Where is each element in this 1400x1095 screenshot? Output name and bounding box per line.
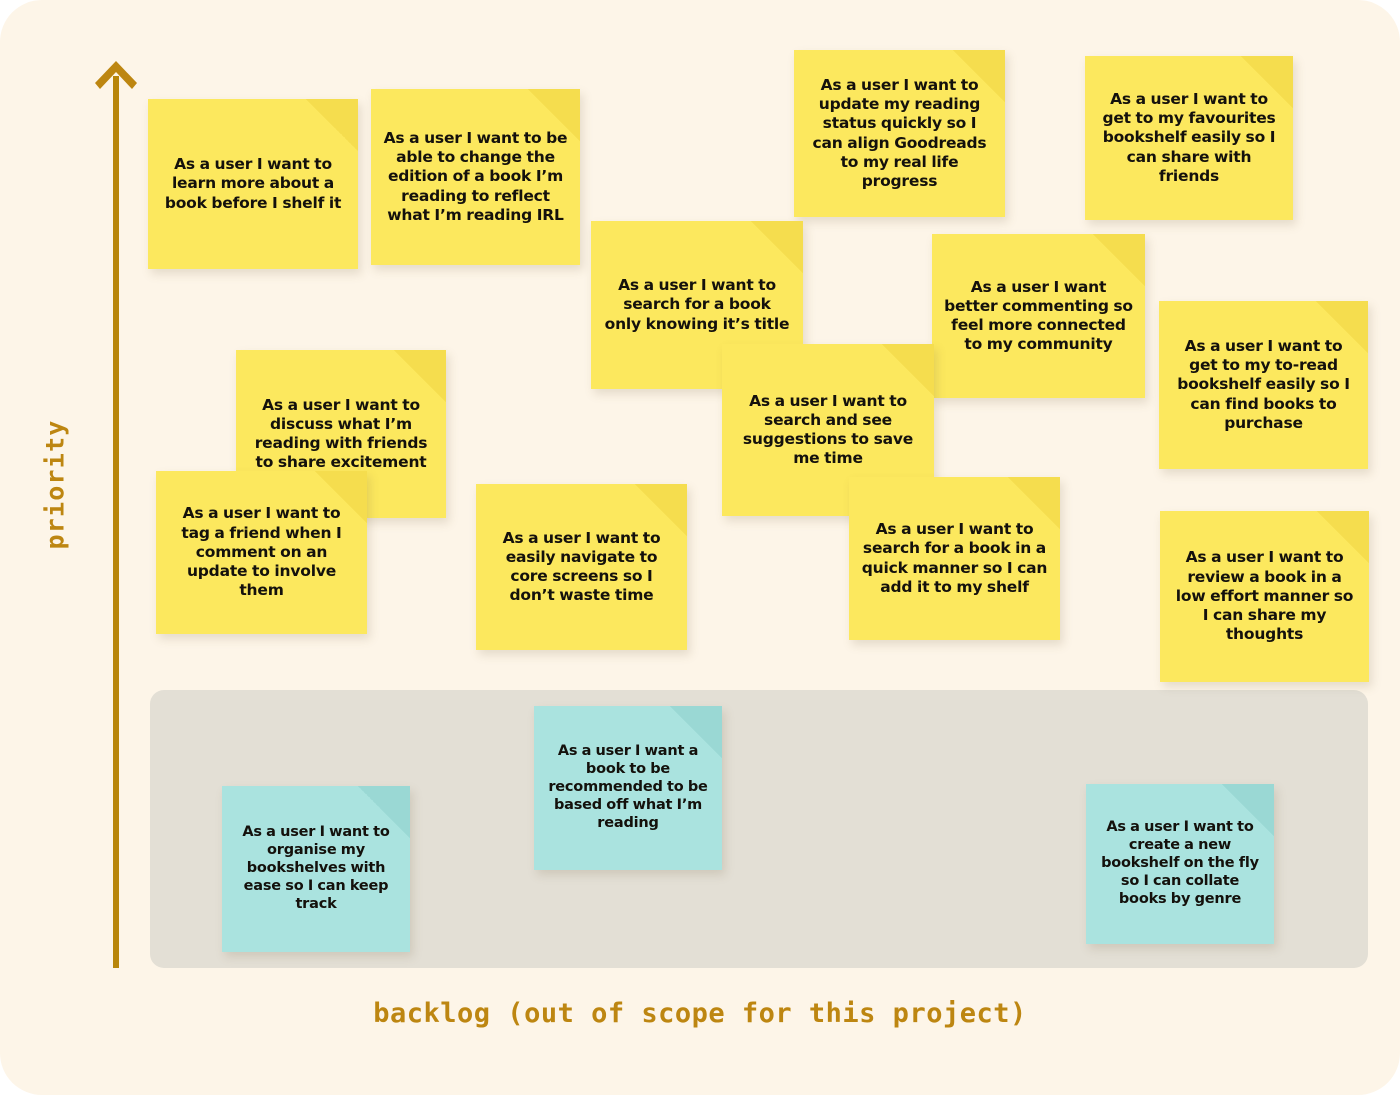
sticky-note[interactable]: As a user I want to organise my bookshel… xyxy=(222,786,410,952)
arrow-up-icon xyxy=(92,58,140,94)
sticky-note[interactable]: As a user I want to review a book in a l… xyxy=(1160,511,1369,682)
sticky-note[interactable]: As a user I want to easily navigate to c… xyxy=(476,484,687,650)
note-corner-fold-icon xyxy=(882,344,934,396)
sticky-note-text: As a user I want to be able to change th… xyxy=(383,128,568,224)
sticky-note-text: As a user I want to discuss what I’m rea… xyxy=(254,395,428,472)
sticky-note-text: As a user I want to review a book in a l… xyxy=(1175,548,1354,644)
sticky-note[interactable]: As a user I want better commenting so fe… xyxy=(932,234,1145,398)
sticky-note-text: As a user I want to search for a book in… xyxy=(861,520,1048,596)
note-corner-fold-icon xyxy=(306,99,358,151)
sticky-note[interactable]: As a user I want to learn more about a b… xyxy=(148,99,358,269)
note-corner-fold-icon xyxy=(394,350,446,402)
sticky-note[interactable]: As a user I want to update my reading st… xyxy=(794,50,1005,217)
sticky-note[interactable]: As a user I want to search for a book in… xyxy=(849,477,1060,640)
x-axis-label: backlog (out of scope for this project) xyxy=(373,998,1027,1029)
sticky-note-text: As a user I want to search for a book on… xyxy=(604,276,790,333)
sticky-note[interactable]: As a user I want to get to my to-read bo… xyxy=(1159,301,1368,469)
sticky-note-text: As a user I want to tag a friend when I … xyxy=(181,504,342,600)
sticky-note-text: As a user I want to learn more about a b… xyxy=(164,155,342,212)
sticky-note-text: As a user I want to get to my to-read bo… xyxy=(1177,336,1350,432)
sticky-note-text: As a user I want to create a new bookshe… xyxy=(1101,819,1259,907)
sticky-note-text: As a user I want to easily navigate to c… xyxy=(502,528,661,605)
y-axis-label: priority xyxy=(40,419,70,550)
priority-axis-line xyxy=(113,76,119,968)
note-corner-fold-icon xyxy=(751,221,803,273)
sticky-note-text: As a user I want a book to be recommende… xyxy=(548,743,708,831)
sticky-note-text: As a user I want to get to my favourites… xyxy=(1102,89,1276,185)
sticky-note[interactable]: As a user I want a book to be recommende… xyxy=(534,706,722,870)
sticky-note[interactable]: As a user I want to search for a book on… xyxy=(591,221,803,389)
sticky-note-text: As a user I want to update my reading st… xyxy=(812,75,987,190)
sticky-note[interactable]: As a user I want to create a new bookshe… xyxy=(1086,784,1274,944)
sticky-note[interactable]: As a user I want to tag a friend when I … xyxy=(156,471,367,634)
sticky-note-text: As a user I want to search and see sugge… xyxy=(742,391,914,468)
sticky-note[interactable]: As a user I want to be able to change th… xyxy=(371,89,580,265)
sticky-note-text: As a user I want better commenting so fe… xyxy=(944,277,1133,354)
sticky-note-text: As a user I want to organise my bookshel… xyxy=(242,824,390,912)
sticky-note[interactable]: As a user I want to get to my favourites… xyxy=(1085,56,1293,220)
